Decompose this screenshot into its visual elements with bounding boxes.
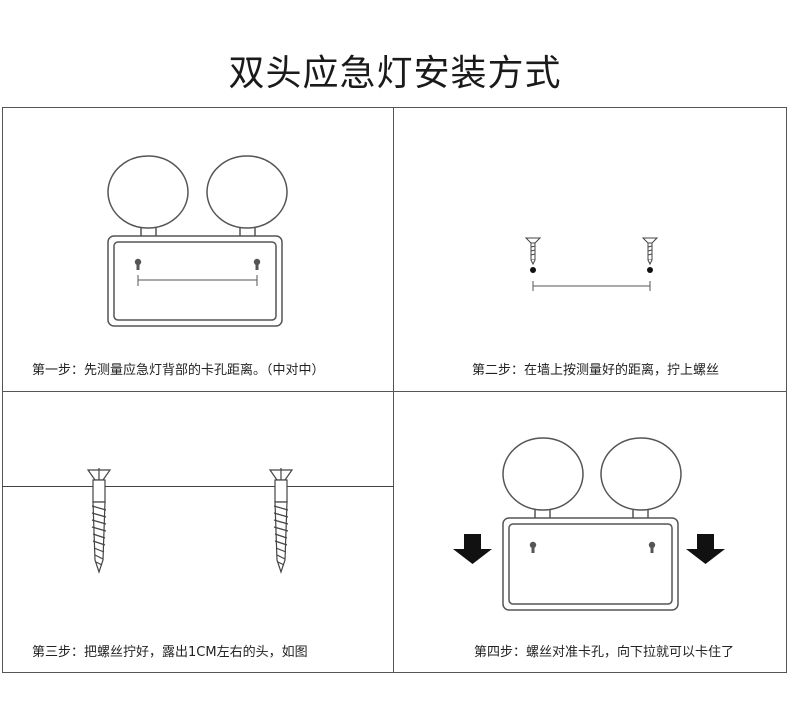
step2-measure-line [532, 281, 651, 291]
step2-dot-right [647, 267, 653, 273]
step1-measure-line [137, 275, 258, 286]
down-arrow-icon-left [453, 534, 492, 564]
step1-lamp-body-inner [113, 241, 277, 321]
step3-caption: 第三步：把螺丝拧好，露出1CM左右的头，如图 [32, 645, 308, 660]
step4-lamp-illustration [502, 437, 682, 611]
wall-surface-line [2, 486, 394, 487]
step1-lamp-head-right [206, 155, 288, 229]
step4-caption: 第四步：螺丝对准卡孔，向下拉就可以卡住了 [474, 645, 735, 660]
steps-grid [2, 107, 787, 673]
step4-keyhole-left [529, 541, 537, 553]
step2-illustration [524, 237, 659, 291]
step1-keyhole-right [253, 258, 261, 270]
page-title: 双头应急灯安装方式 [228, 53, 562, 94]
step2-dot-left [530, 267, 536, 273]
step3-screw-left [86, 468, 112, 574]
step1-lamp-head-left [107, 155, 189, 229]
step3-screw-right [268, 468, 294, 574]
step1-caption: 第一步：先测量应急灯背部的卡孔距离。（中对中） [32, 363, 325, 378]
step4-lamp-body-inner [508, 523, 673, 605]
step1-lamp-illustration [107, 155, 288, 327]
step1-keyhole-left [134, 258, 142, 270]
down-arrow-icon-right [686, 534, 725, 564]
grid-vertical-divider [393, 107, 394, 673]
step4-keyhole-right [648, 541, 656, 553]
step4-lamp-head-left [502, 437, 584, 511]
step2-screw-left [524, 237, 542, 266]
step2-caption: 第二步：在墙上按测量好的距离，拧上螺丝 [472, 363, 720, 378]
step4-lamp-head-right [600, 437, 682, 511]
grid-horizontal-divider [2, 391, 787, 392]
step2-screw-right [641, 237, 659, 266]
